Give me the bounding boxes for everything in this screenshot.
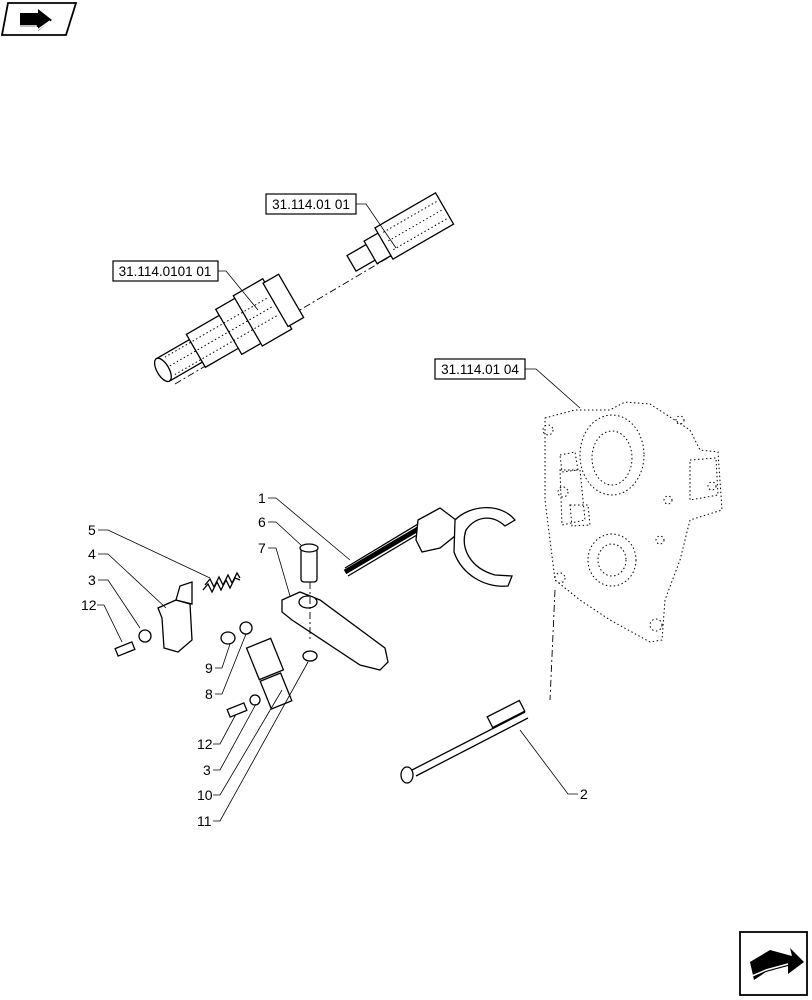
- next-page-arrow-icon[interactable]: [739, 931, 808, 996]
- callout-8: 8: [205, 633, 247, 702]
- callout-5: 5: [88, 522, 211, 579]
- callout-4: 4: [88, 546, 167, 609]
- callout-9: 9: [205, 643, 231, 676]
- ref-box-c[interactable]: 31.114.01 04: [434, 358, 526, 380]
- svg-text:31.114.01 01: 31.114.01 01: [272, 197, 350, 212]
- callout-2: 2: [519, 729, 588, 802]
- shift-rod-drawing: [400, 589, 556, 784]
- prev-page-arrow-icon[interactable]: [0, 2, 78, 36]
- svg-text:31.114.0101 01: 31.114.0101 01: [119, 264, 212, 279]
- callout-11: 11: [197, 661, 309, 829]
- ref-box-a[interactable]: 31.114.01 01: [265, 193, 357, 215]
- svg-text:3: 3: [203, 762, 211, 778]
- svg-text:9: 9: [205, 660, 213, 676]
- callout-12a: 12: [81, 597, 123, 643]
- callout-6: 6: [258, 514, 303, 547]
- svg-text:3: 3: [88, 572, 96, 588]
- svg-text:12: 12: [197, 736, 213, 752]
- svg-text:31.114.01 04: 31.114.01 04: [441, 362, 519, 377]
- gearbox-housing-drawing: [542, 401, 723, 643]
- svg-text:7: 7: [258, 540, 266, 556]
- shift-fork-drawing: [343, 507, 516, 587]
- callout-3a: 3: [88, 572, 141, 629]
- svg-text:5: 5: [88, 522, 96, 538]
- spring-and-brackets-drawing: [114, 571, 293, 718]
- callout-7: 7: [258, 540, 291, 597]
- svg-text:10: 10: [197, 787, 213, 803]
- svg-text:11: 11: [197, 813, 212, 829]
- svg-text:2: 2: [580, 786, 588, 802]
- ref-box-b[interactable]: 31.114.0101 01: [112, 260, 219, 282]
- callout-12b: 12: [197, 713, 237, 752]
- callout-10: 10: [197, 689, 283, 803]
- callout-1: 1: [258, 490, 351, 561]
- svg-text:8: 8: [205, 686, 213, 702]
- callout-3b: 3: [203, 703, 257, 778]
- selector-lever-drawing: [281, 543, 389, 671]
- svg-text:1: 1: [258, 490, 266, 506]
- svg-text:12: 12: [81, 597, 97, 613]
- svg-text:6: 6: [258, 514, 266, 530]
- main-shaft-drawing: [153, 192, 455, 385]
- svg-text:4: 4: [88, 546, 96, 562]
